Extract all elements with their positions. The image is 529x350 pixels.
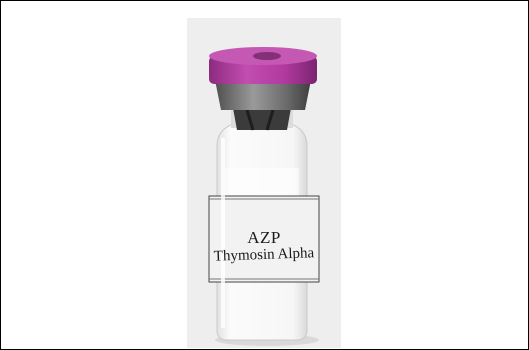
vial-photo — [208, 47, 320, 346]
stopper — [233, 108, 291, 130]
label-brand: AZP — [247, 228, 281, 247]
crimp-seal — [215, 80, 311, 110]
vial-label — [208, 195, 320, 283]
